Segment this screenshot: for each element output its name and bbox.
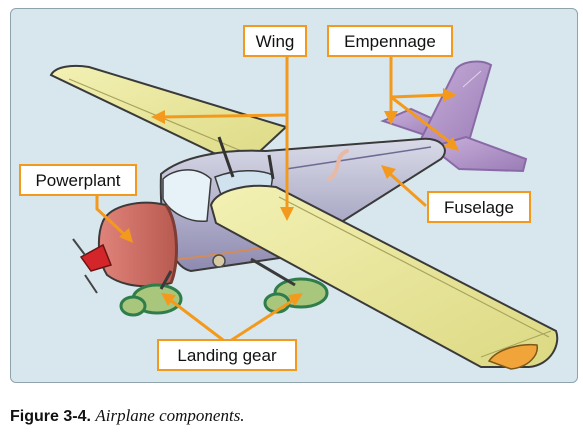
- right-wing: [209, 184, 559, 370]
- empennage-callout: Empennage: [327, 25, 453, 57]
- airplane-illustration: [49, 47, 559, 370]
- wing-callout: Wing: [243, 25, 307, 57]
- powerplant-callout: Powerplant: [19, 164, 137, 196]
- leader-lines: [95, 47, 453, 345]
- caption-number: Figure 3-4.: [10, 408, 91, 425]
- leader-arrowheads: [119, 88, 459, 306]
- caption-text: Airplane components.: [95, 406, 245, 425]
- landing-gear-callout: Landing gear: [157, 339, 297, 371]
- figure-caption: Figure 3-4. Airplane components.: [10, 406, 570, 426]
- fuselage-callout: Fuselage: [427, 191, 531, 223]
- landing-gear-shape: [119, 257, 329, 317]
- figure-panel: Wing Empennage Powerplant Fuselage Landi…: [10, 8, 578, 383]
- powerplant-shape: [72, 201, 178, 294]
